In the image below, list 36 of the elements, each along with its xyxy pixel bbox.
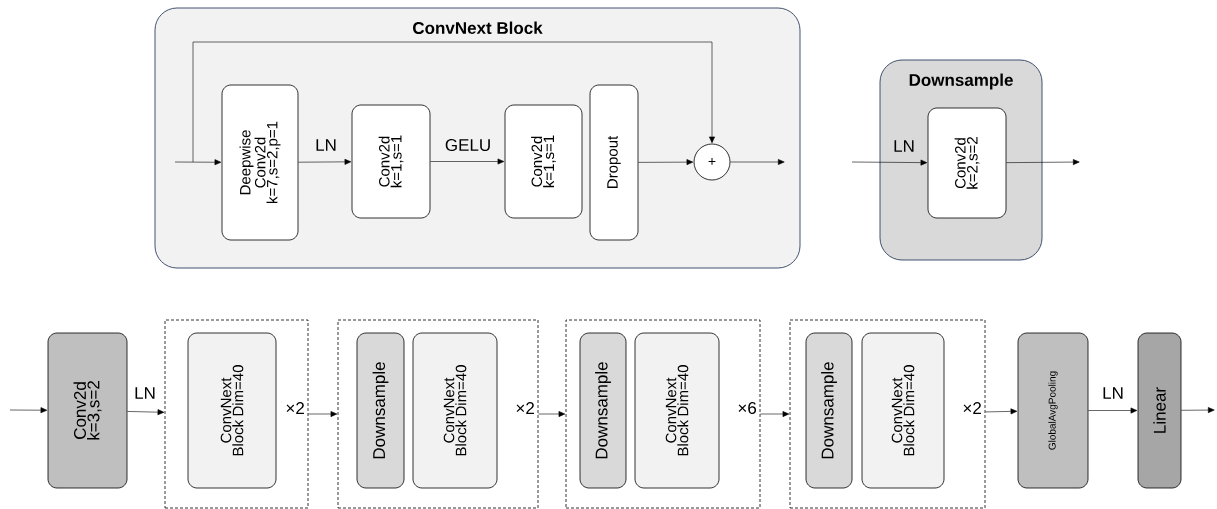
arrow xyxy=(1181,407,1215,413)
arrow xyxy=(192,41,715,163)
layer-box: Linear xyxy=(1137,332,1182,489)
arrow xyxy=(174,159,222,166)
arrow xyxy=(1006,159,1080,165)
arrow xyxy=(430,158,505,165)
layer-box: ConvNext Block Dim=40 xyxy=(412,332,498,489)
layer-box: Downsample xyxy=(805,332,853,489)
arrow xyxy=(308,411,338,417)
layer-box: Downsample xyxy=(579,332,627,489)
arrow xyxy=(760,411,790,417)
layer-box: ConvNext Block Dim=40 xyxy=(861,332,945,489)
layer-box: Conv2d k=1,s=1 xyxy=(504,104,583,219)
edge-label: LN xyxy=(894,140,914,152)
layer-box: Deepwise Conv2d k=7,s=2,p=1 xyxy=(221,84,299,241)
layer-box: ConvNext Block Dim=40 xyxy=(187,332,277,489)
layer-box: Dropout xyxy=(589,84,639,241)
arrow xyxy=(851,159,928,166)
layer-box: Conv2d k=2,s=2 xyxy=(927,107,1007,219)
arrow xyxy=(1088,407,1138,414)
layer-box: GlobalAvgPooling xyxy=(1017,332,1089,489)
arrow xyxy=(9,407,48,414)
arrow xyxy=(127,409,165,416)
arrow xyxy=(730,159,785,165)
arrow xyxy=(638,159,694,166)
layer-box: Conv2d k=1,s=1 xyxy=(351,104,431,219)
arrow xyxy=(985,408,1018,415)
arrow xyxy=(538,411,566,417)
edge-label: LN xyxy=(316,139,336,151)
layer-box: ConvNext Block Dim=40 xyxy=(634,332,720,489)
edge-label: LN xyxy=(135,387,155,399)
layer-box: Conv2d k=3,s=2 xyxy=(47,332,128,489)
edge-label: GELU xyxy=(445,139,490,152)
arrow xyxy=(298,158,352,165)
layer-box: Downsample xyxy=(356,332,405,489)
edge-label: LN xyxy=(1103,387,1123,399)
